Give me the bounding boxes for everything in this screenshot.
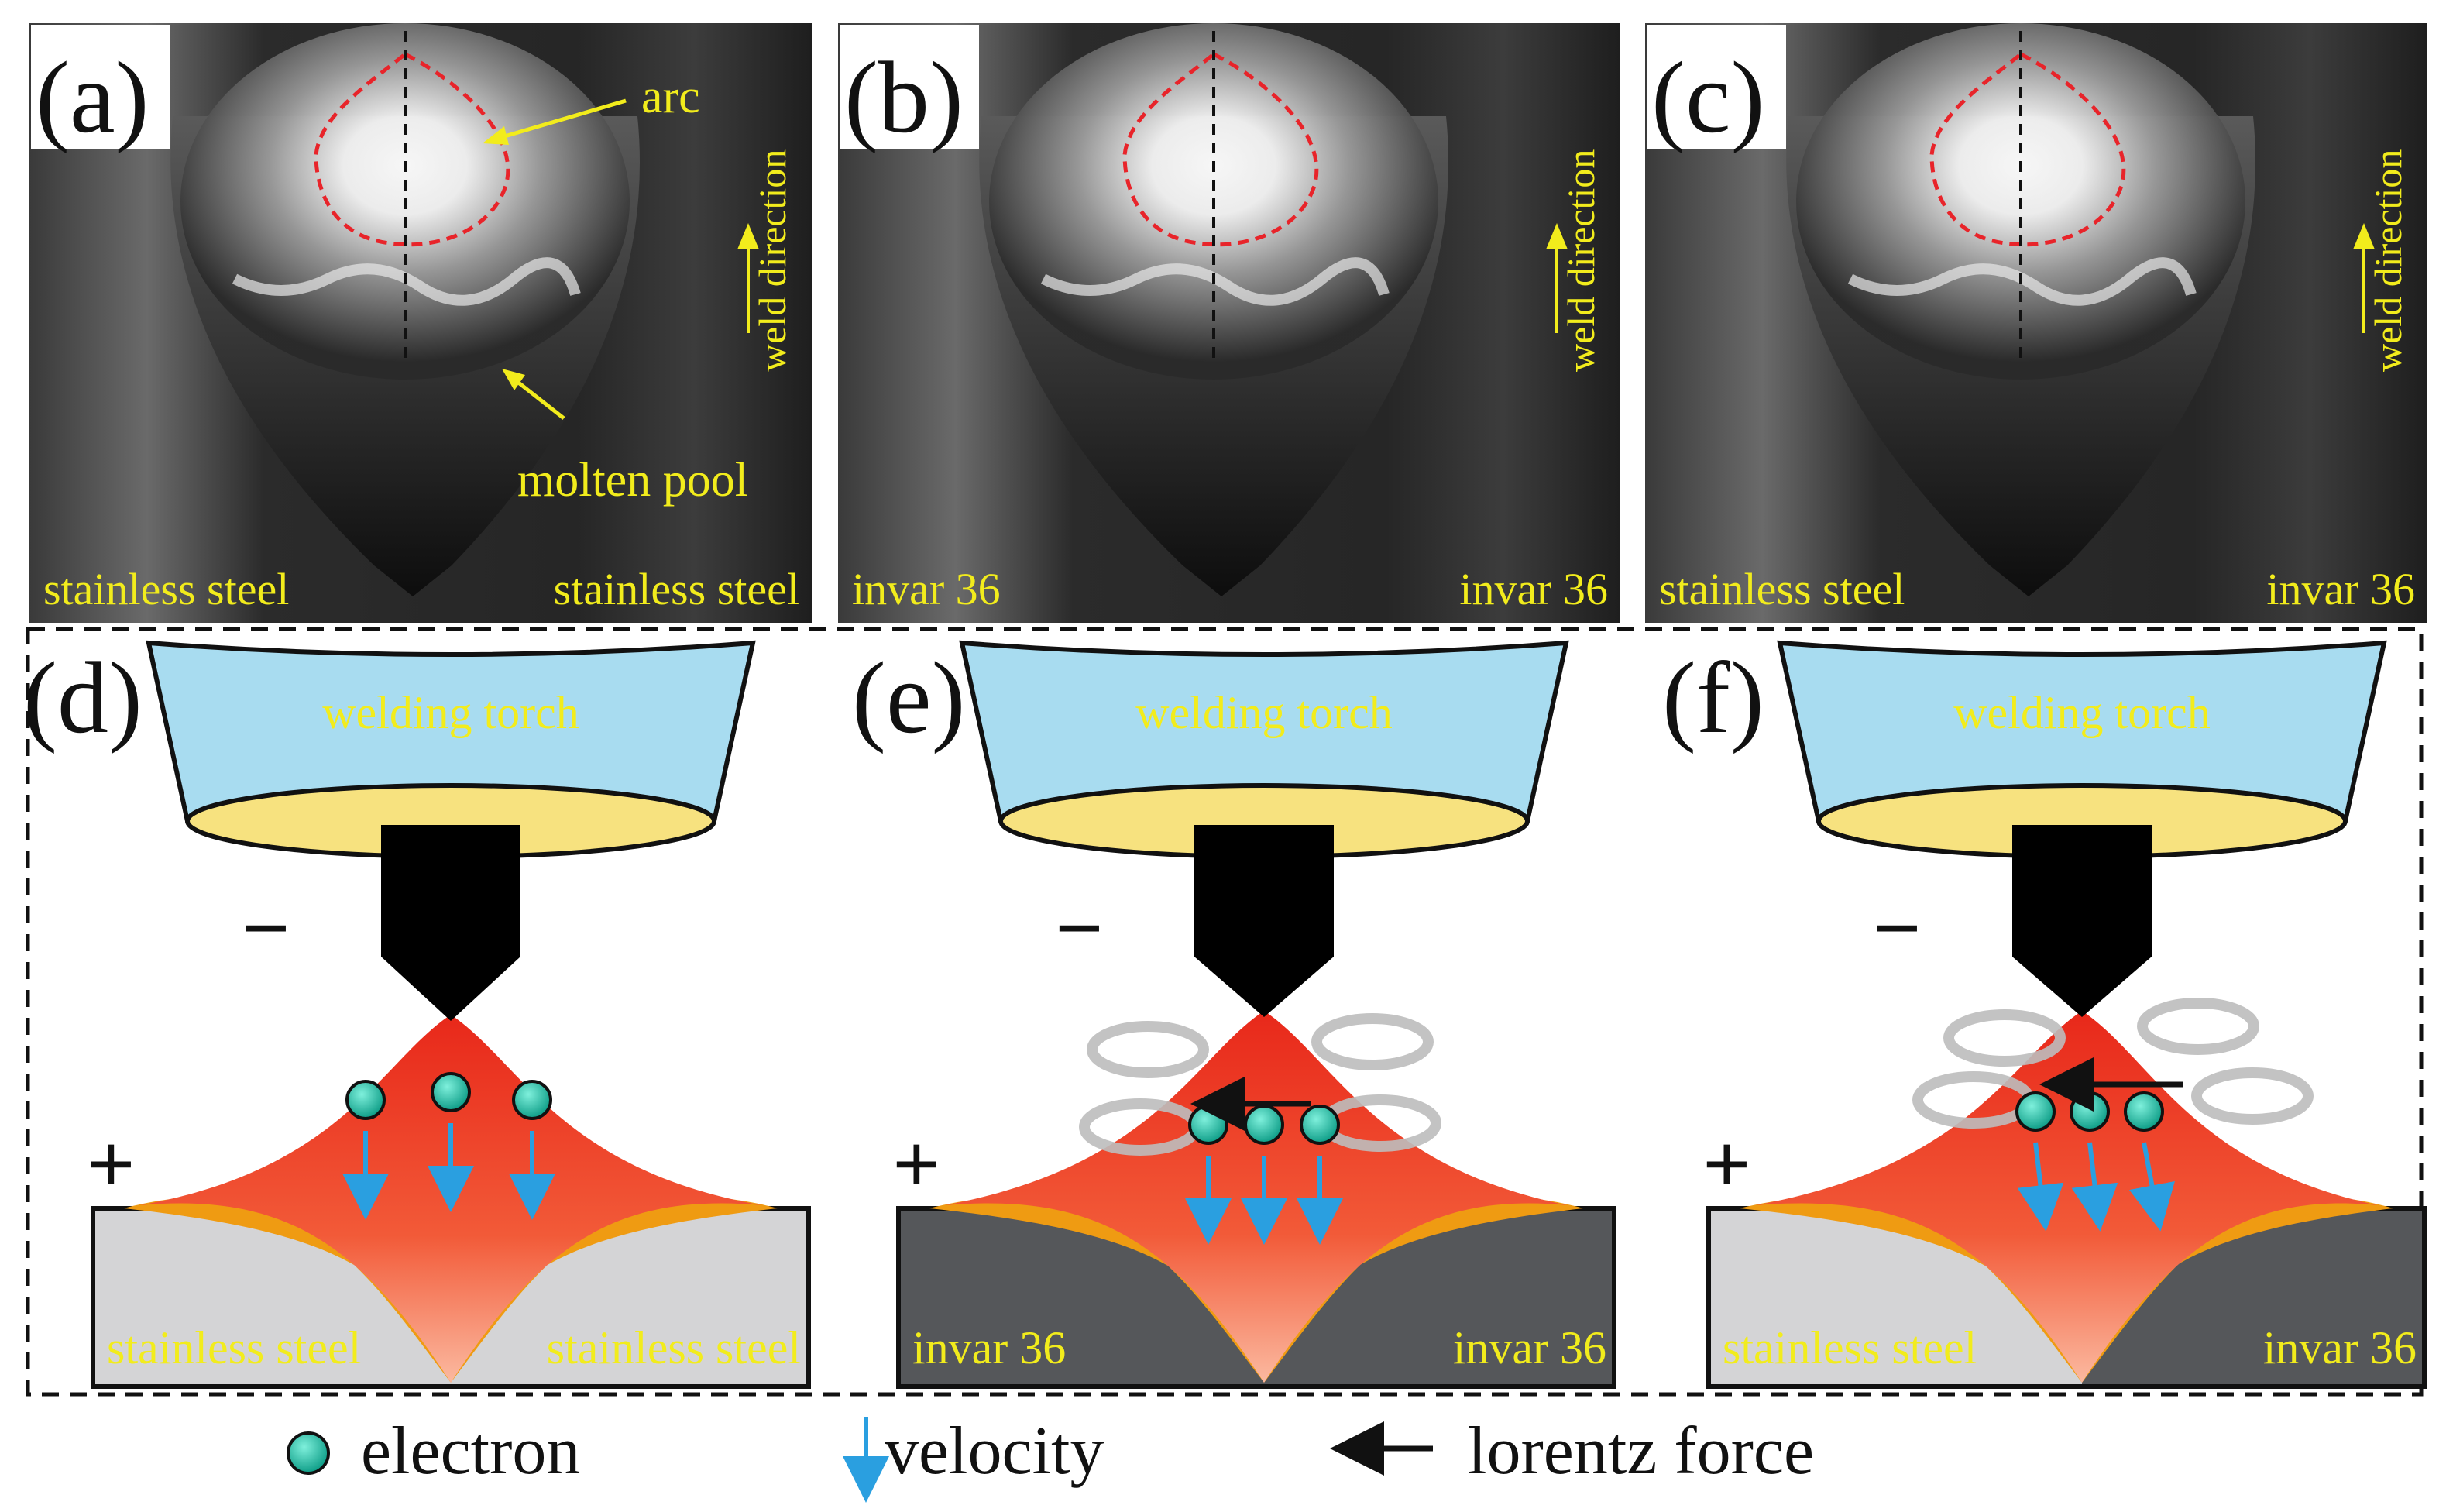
weld-direction-arrowhead [1546, 223, 1568, 249]
swirl-arrow [2137, 998, 2259, 1055]
anode-sign: + [892, 1117, 941, 1211]
weld-direction-arrowhead [737, 223, 759, 249]
swirl-arrow [1087, 1021, 1209, 1078]
panel-letter: (d) [23, 641, 143, 754]
legend: electron velocity lorentz force [287, 1414, 1814, 1503]
panel-letter: (c) [1651, 40, 1765, 154]
schematic-panel-d: welding torch − + (d) stainless steel stainle… [23, 640, 811, 1389]
panel-letter: (f) [1662, 641, 1764, 754]
right-material-label: stainless steel [547, 1322, 801, 1373]
anode-sign: + [87, 1117, 136, 1211]
right-material-label: invar 36 [2263, 1322, 2417, 1373]
left-material-label: invar 36 [912, 1322, 1066, 1373]
arc-outline [1122, 52, 1319, 247]
photo-left-material: invar 36 [852, 564, 1001, 614]
schematic-panels: welding torch − + (d) stainless steel stainle… [23, 640, 2427, 1389]
electrode [1194, 825, 1334, 1017]
pool-pointer-head [502, 369, 525, 390]
weld-direction-label: weld direction [1559, 149, 1603, 372]
panel-letter: (e) [852, 641, 966, 754]
electrode [381, 825, 520, 1021]
arc-plasma [1755, 1011, 2378, 1383]
electron [2015, 1091, 2056, 1132]
legend-electron-label: electron [361, 1414, 580, 1489]
cathode-sign: − [242, 881, 290, 975]
swirl-arrow [1311, 1013, 1434, 1070]
swirl-arrow [1943, 1009, 2066, 1067]
photo-left-material: stainless steel [43, 564, 289, 614]
panel-letter-badge [1647, 25, 1786, 149]
arc-plasma [945, 1011, 1568, 1383]
torch-body [959, 640, 1569, 823]
pool-reflection [232, 257, 581, 306]
schematic-panel-e: welding torch − + (e) invar 36 invar 36 [852, 640, 1616, 1389]
weld-direction-label: weld direction [751, 149, 794, 372]
photo-panel-c: (c) weld direction stainless steel invar 36 [1645, 23, 2427, 623]
torch-label: welding torch [1953, 687, 2211, 738]
left-material-label: stainless steel [107, 1322, 361, 1373]
torch-body [1777, 640, 2387, 823]
schematic-frame [26, 627, 2424, 1397]
electron [1300, 1105, 1340, 1145]
arc-outline [1929, 52, 2126, 247]
electron [1188, 1105, 1228, 1145]
electrode [2012, 825, 2152, 1017]
schematic-panel-f: welding torch − + (f) stainless steel invar 3… [1662, 640, 2427, 1389]
swirl-arrow [2191, 1067, 2314, 1125]
left-material-label: stainless steel [1723, 1322, 1977, 1373]
legend-lorentz-label: lorentz force [1468, 1414, 1814, 1489]
right-material-label: invar 36 [1453, 1322, 1606, 1373]
pool-reflection [1847, 257, 2197, 306]
panel-letter-badge [31, 25, 170, 149]
molten-pool-label: molten pool [517, 454, 748, 507]
velocity-arrow [2128, 1142, 2175, 1232]
velocity-arrow [2071, 1142, 2118, 1232]
electron [2124, 1091, 2164, 1132]
cathode-sign: − [1873, 881, 1922, 975]
torch-body [146, 640, 756, 823]
weld-direction-label: weld direction [2366, 149, 2410, 372]
legend-electron-marker [287, 1431, 330, 1475]
photo-right-material: invar 36 [2266, 564, 2415, 614]
pool-reflection [1040, 257, 1390, 306]
electron [2070, 1091, 2110, 1132]
arc-outline [314, 52, 510, 247]
cathode-sign: − [1055, 881, 1104, 975]
arc-pointer [493, 98, 627, 142]
panel-letter-badge [840, 25, 979, 149]
anode-sign: + [1702, 1117, 1751, 1211]
weld-direction-arrowhead [2353, 223, 2375, 249]
photo-panel-b: (b) weld direction invar 36 invar 36 [838, 23, 1620, 623]
arc-pointer-head [483, 126, 509, 145]
torch-label: welding torch [322, 687, 579, 738]
electron [1244, 1105, 1284, 1145]
photo-panel-a: (a) weld direction stainless steel stainles… [29, 23, 812, 623]
photo-panels: (a) weld direction stainless steel stainles… [29, 23, 2427, 623]
panel-letter: (b) [844, 40, 964, 154]
legend-velocity-label: velocity [885, 1414, 1104, 1489]
velocity-arrow [2017, 1142, 2064, 1232]
torch-label: welding torch [1135, 687, 1393, 738]
electron [431, 1072, 471, 1112]
arc-label: arc [641, 70, 700, 123]
electron [345, 1080, 386, 1120]
photo-right-material: stainless steel [554, 564, 799, 614]
photo-left-material: stainless steel [1659, 564, 1905, 614]
panel-letter: (a) [36, 40, 149, 154]
photo-right-material: invar 36 [1459, 564, 1608, 614]
electron [512, 1080, 552, 1120]
